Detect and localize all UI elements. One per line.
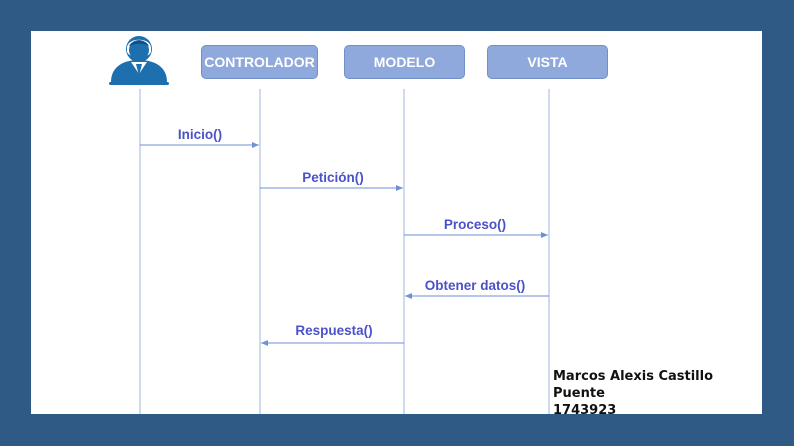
author-block: Marcos Alexis Castillo Puente 1743923 <box>553 368 762 419</box>
message-label-respuesta: Respuesta() <box>295 323 373 338</box>
author-name: Marcos Alexis Castillo Puente <box>553 369 714 401</box>
message-label-obtener-datos: Obtener datos() <box>424 278 526 293</box>
sequence-diagram-canvas: CONTROLADOR MODELO VISTA Inicio() Petici… <box>31 31 762 418</box>
user-icon <box>109 36 169 85</box>
participant-vista: VISTA <box>487 45 608 79</box>
diagram-lines <box>109 36 550 414</box>
message-label-inicio: Inicio() <box>177 127 223 142</box>
message-label-proceso: Proceso() <box>443 217 507 232</box>
participant-modelo: MODELO <box>344 45 465 79</box>
participant-controlador: CONTROLADOR <box>201 45 318 79</box>
message-label-peticion: Petición() <box>302 170 364 185</box>
author-id: 1743923 <box>553 403 617 418</box>
